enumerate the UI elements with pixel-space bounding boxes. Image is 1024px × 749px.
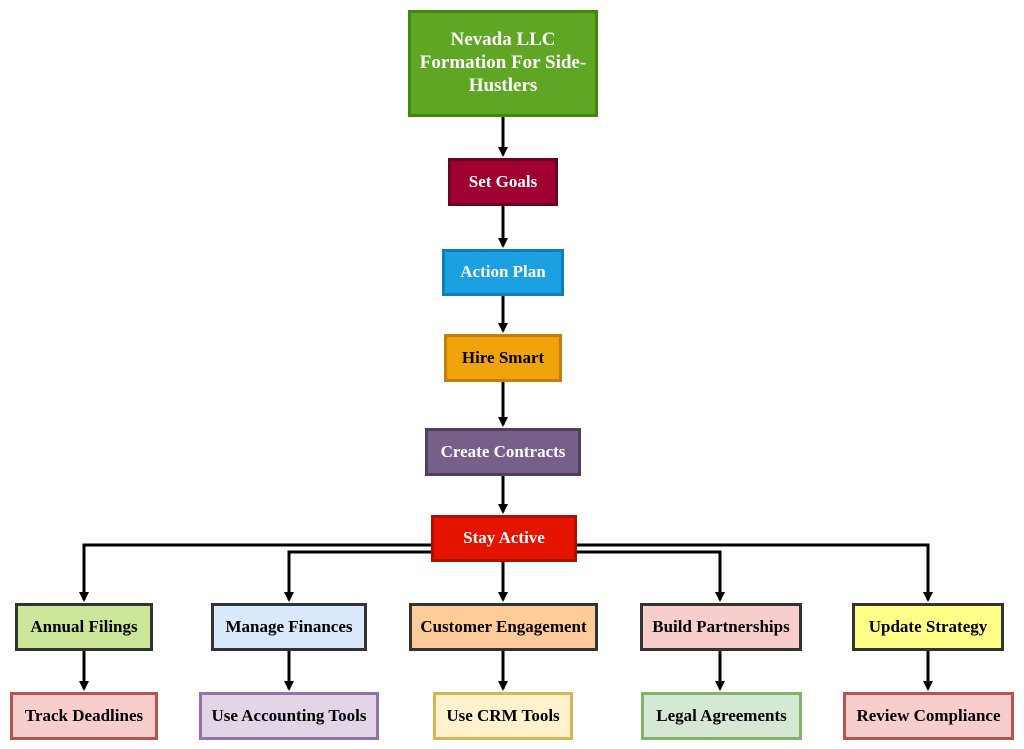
node-use-crm-tools-label: Use CRM Tools <box>446 705 560 725</box>
node-annual-filings-label: Annual Filings <box>30 616 138 636</box>
node-use-crm-tools[interactable]: Use CRM Tools <box>433 692 573 740</box>
node-build-partnerships-label: Build Partnerships <box>652 616 790 636</box>
node-annual-filings[interactable]: Annual Filings <box>15 603 153 651</box>
node-set-goals[interactable]: Set Goals <box>448 158 558 206</box>
node-use-accounting-tools-label: Use Accounting Tools <box>211 705 367 725</box>
node-hire-smart[interactable]: Hire Smart <box>444 334 562 382</box>
node-legal-agreements[interactable]: Legal Agreements <box>641 692 802 740</box>
node-set-goals-label: Set Goals <box>468 171 538 191</box>
node-action-plan[interactable]: Action Plan <box>442 249 564 296</box>
node-review-compliance-label: Review Compliance <box>856 705 1001 725</box>
node-manage-finances[interactable]: Manage Finances <box>211 603 367 651</box>
node-track-deadlines[interactable]: Track Deadlines <box>10 692 158 740</box>
node-build-partnerships[interactable]: Build Partnerships <box>640 603 802 651</box>
edge-stay-active-to-update-strategy <box>577 543 933 602</box>
node-track-deadlines-label: Track Deadlines <box>24 705 144 725</box>
node-legal-agreements-label: Legal Agreements <box>656 705 787 725</box>
edge-stay-active-to-annual-filings <box>79 543 431 602</box>
edge-stay-active-to-manage-finances <box>284 550 431 602</box>
node-stay-active[interactable]: Stay Active <box>431 515 577 562</box>
node-create-contracts[interactable]: Create Contracts <box>425 428 581 476</box>
edge-stay-active-to-build-partnerships <box>577 550 725 602</box>
node-action-plan-label: Action Plan <box>460 262 546 282</box>
node-stay-active-label: Stay Active <box>463 528 545 548</box>
node-update-strategy-label: Update Strategy <box>868 616 988 636</box>
node-update-strategy[interactable]: Update Strategy <box>852 603 1004 651</box>
node-hire-smart-label: Hire Smart <box>461 347 545 367</box>
node-create-contracts-label: Create Contracts <box>440 441 566 461</box>
node-root-label: Nevada LLC Formation For Side-Hustlers <box>419 29 587 96</box>
node-review-compliance[interactable]: Review Compliance <box>843 692 1014 740</box>
node-manage-finances-label: Manage Finances <box>225 616 353 636</box>
node-use-accounting-tools[interactable]: Use Accounting Tools <box>199 692 379 740</box>
node-customer-engagement[interactable]: Customer Engagement <box>409 603 598 651</box>
node-root[interactable]: Nevada LLC Formation For Side-Hustlers <box>408 10 598 117</box>
node-customer-engagement-label: Customer Engagement <box>420 616 587 636</box>
